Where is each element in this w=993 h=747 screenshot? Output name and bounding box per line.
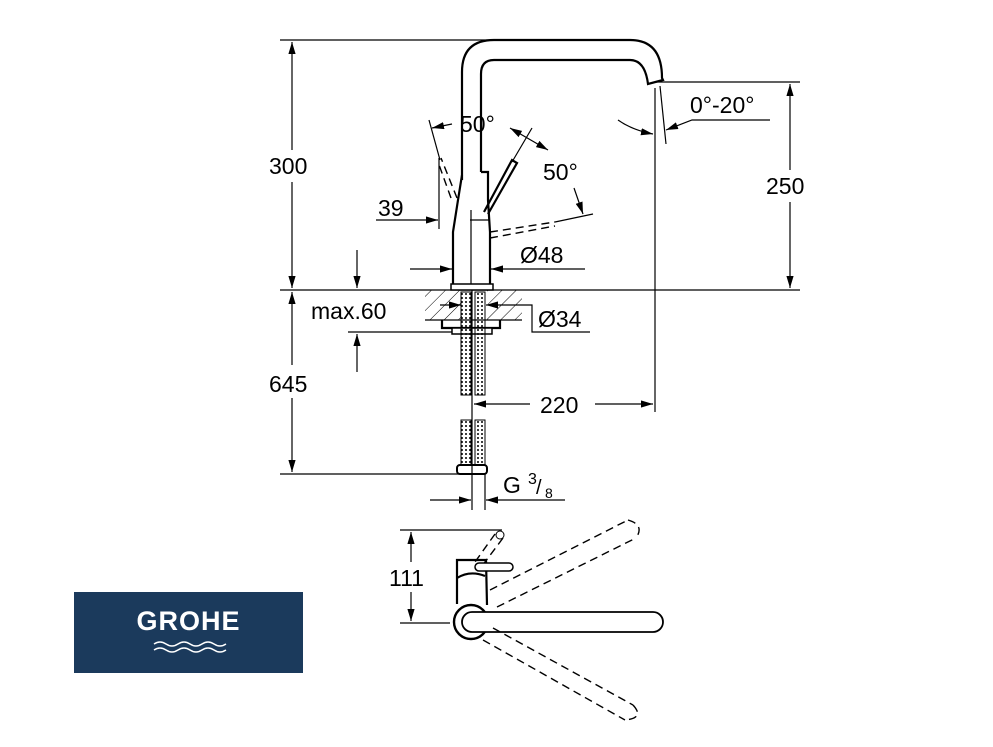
countertop-section (425, 290, 522, 335)
dimension-48-label: Ø48 (520, 242, 563, 268)
connection-numerator: 3 (528, 471, 537, 488)
dimension-645-label: 645 (269, 371, 307, 397)
grohe-logo-text: GROHE (136, 606, 241, 636)
fraction-slash: / (536, 477, 542, 499)
dimension-300-label: 300 (269, 153, 307, 179)
connection-label: G (503, 472, 521, 498)
dimension-max60-label: max.60 (311, 298, 386, 324)
grohe-logo: GROHE (74, 592, 303, 673)
top-view (400, 519, 664, 721)
hoses (456, 290, 488, 510)
spout-angle-leader (665, 119, 770, 131)
spout-angle-label: 0°-20° (690, 92, 754, 118)
connection-denominator: 8 (545, 485, 553, 501)
angle-arrow (573, 187, 584, 215)
wave-icon (153, 641, 227, 653)
dimension-111-label: 111 (389, 565, 424, 591)
dimension-220-label: 220 (540, 392, 578, 418)
angle-arrow (509, 127, 549, 151)
spout-angle-line (659, 85, 667, 145)
angle-arrow (431, 122, 453, 130)
dimension-34-label: Ø34 (538, 306, 582, 332)
dimension-39-label: 39 (378, 195, 404, 221)
spout-angle-arc (617, 119, 654, 136)
dimension-250-label: 250 (766, 173, 804, 199)
lever-angle-side-label: 50° (543, 159, 578, 185)
dimension-34 (486, 301, 590, 333)
lever-angle-back-label: 50° (460, 111, 495, 137)
reference-lines (280, 39, 800, 475)
